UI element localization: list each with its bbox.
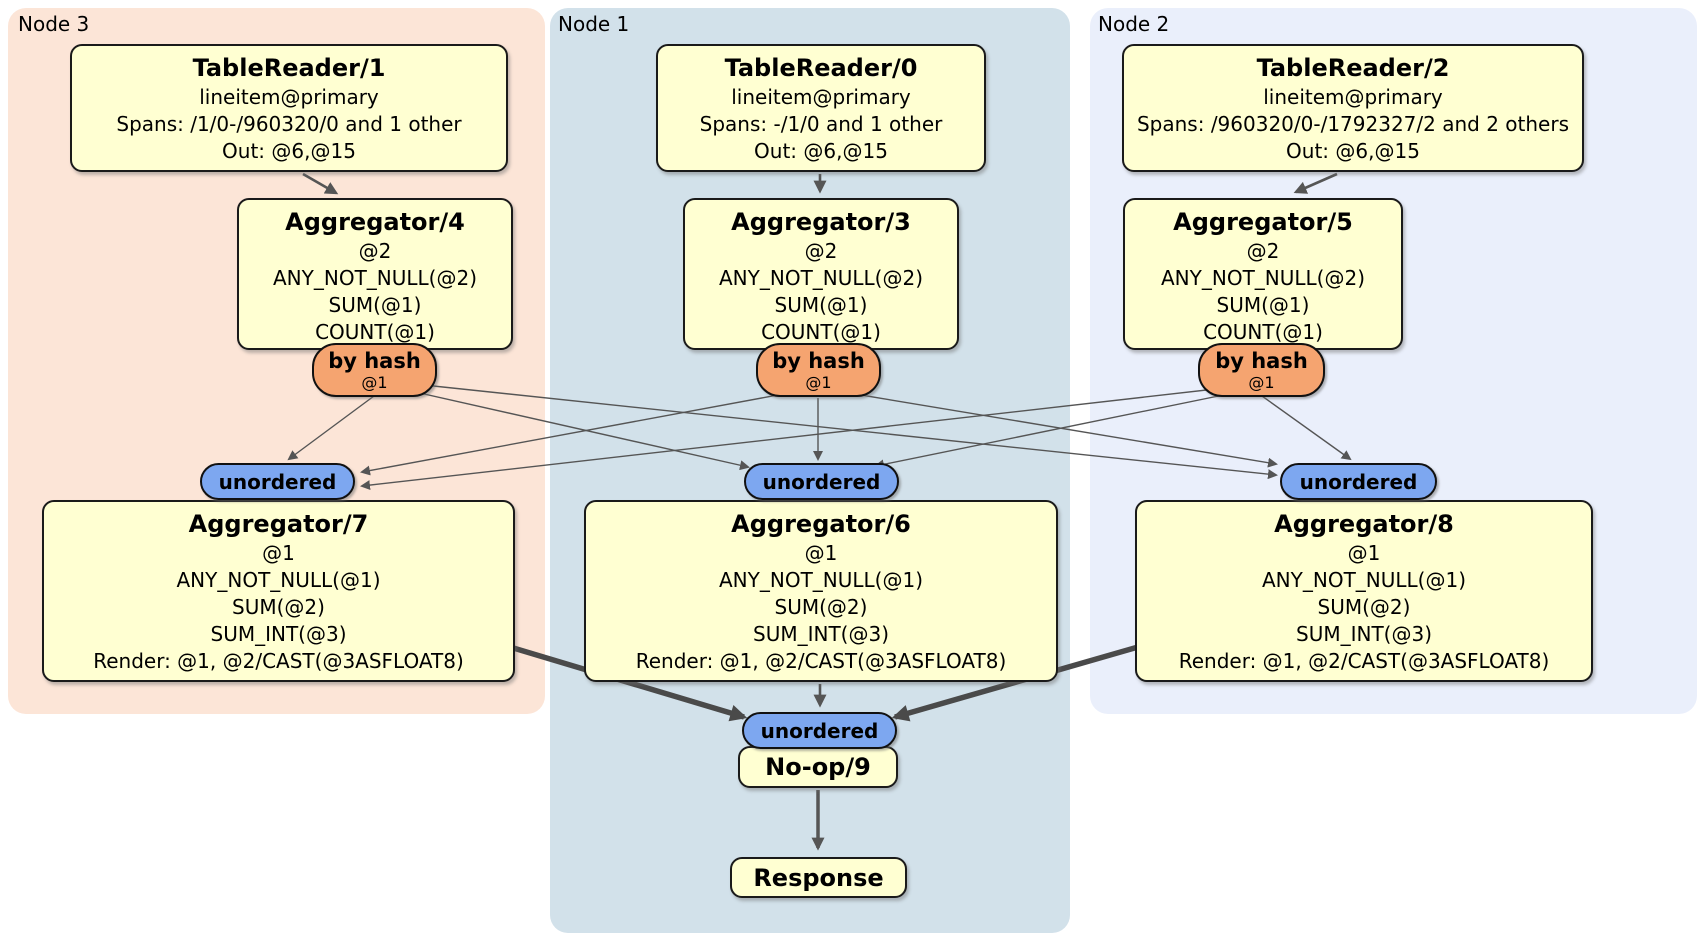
processor-title: Aggregator/3 <box>731 208 911 236</box>
processor-detail-line: lineitem@primary <box>731 85 911 109</box>
processor-detail-line: SUM(@2) <box>774 595 868 619</box>
processor-detail-line: @1 <box>804 541 838 565</box>
processor-detail-line: Spans: /1/0-/960320/0 and 1 other <box>116 112 462 136</box>
processor-detail-line: Out: @6,@15 <box>222 139 356 163</box>
sync-unordered-node3: unordered <box>200 463 355 500</box>
processor-title: Response <box>753 863 884 892</box>
processor-detail-line: ANY_NOT_NULL(@2) <box>273 266 477 290</box>
sync-label: unordered <box>218 469 337 494</box>
processor-detail-line: lineitem@primary <box>199 85 379 109</box>
processor-detail-line: COUNT(@1) <box>761 320 881 344</box>
region-label-node3: Node 3 <box>18 12 90 36</box>
sync-unordered-final: unordered <box>742 712 897 749</box>
processor-detail-line: SUM(@2) <box>232 595 325 619</box>
processor-detail-line: COUNT(@1) <box>315 320 435 344</box>
router-by-hash-node3: by hash @1 <box>312 343 437 397</box>
router-detail: @1 <box>805 372 832 392</box>
processor-detail-line: ANY_NOT_NULL(@2) <box>719 266 923 290</box>
processor-detail-line: SUM(@1) <box>1216 293 1310 317</box>
router-label: by hash <box>1215 348 1308 373</box>
processor-title: Aggregator/6 <box>731 510 911 538</box>
processor-noop-9: No-op/9 <box>738 746 898 788</box>
processor-detail-line: ANY_NOT_NULL(@1) <box>1262 568 1466 592</box>
processor-detail-line: SUM(@1) <box>774 293 868 317</box>
processor-detail-line: Out: @6,@15 <box>754 139 888 163</box>
processor-detail-line: Out: @6,@15 <box>1286 139 1420 163</box>
processor-title: Aggregator/5 <box>1173 208 1353 236</box>
sync-label: unordered <box>1299 469 1418 494</box>
processor-title: TableReader/1 <box>192 54 386 82</box>
processor-detail-line: Render: @1, @2/CAST(@3ASFLOAT8) <box>635 649 1007 673</box>
processor-detail-line: @2 <box>804 239 838 263</box>
processor-title: Aggregator/4 <box>285 208 465 236</box>
processor-detail-line: lineitem@primary <box>1263 85 1443 109</box>
processor-detail-line: @1 <box>262 541 295 565</box>
processor-detail-line: SUM_INT(@3) <box>210 622 347 646</box>
processor-title: Aggregator/7 <box>188 510 369 538</box>
processor-detail-line: SUM(@1) <box>328 293 422 317</box>
sync-label: unordered <box>760 718 879 743</box>
processor-detail-line: SUM(@2) <box>1317 595 1411 619</box>
processor-response: Response <box>730 857 907 898</box>
processor-detail-line: SUM_INT(@3) <box>1296 622 1432 646</box>
processor-detail-line: @2 <box>1246 239 1280 263</box>
processor-title: TableReader/2 <box>1256 54 1450 82</box>
processor-title: TableReader/0 <box>724 54 918 82</box>
processor-detail-line: Render: @1, @2/CAST(@3ASFLOAT8) <box>93 649 464 673</box>
processor-detail-line: Spans: -/1/0 and 1 other <box>699 112 943 136</box>
router-label: by hash <box>772 348 865 373</box>
processor-detail-line: ANY_NOT_NULL(@2) <box>1161 266 1365 290</box>
region-label-node2: Node 2 <box>1098 12 1170 36</box>
processor-detail-line: Render: @1, @2/CAST(@3ASFLOAT8) <box>1178 649 1550 673</box>
router-by-hash-node2: by hash @1 <box>1198 343 1325 397</box>
sync-unordered-node2: unordered <box>1280 463 1437 500</box>
router-detail: @1 <box>1248 372 1275 392</box>
processor-detail-line: @1 <box>1347 541 1381 565</box>
processor-detail-line: ANY_NOT_NULL(@1) <box>176 568 381 592</box>
processor-title: Aggregator/8 <box>1274 510 1454 538</box>
processor-title: No-op/9 <box>765 753 871 781</box>
router-detail: @1 <box>361 372 388 392</box>
sync-label: unordered <box>762 469 881 494</box>
processor-detail-line: ANY_NOT_NULL(@1) <box>719 568 923 592</box>
processor-detail-line: COUNT(@1) <box>1203 320 1323 344</box>
router-by-hash-node1: by hash @1 <box>756 343 881 397</box>
processor-detail-line: @2 <box>358 239 392 263</box>
router-label: by hash <box>328 348 421 373</box>
sync-unordered-node1: unordered <box>744 463 899 500</box>
processor-detail-line: Spans: /960320/0-/1792327/2 and 2 others <box>1136 112 1569 136</box>
region-label-node1: Node 1 <box>558 12 630 36</box>
processor-detail-line: SUM_INT(@3) <box>753 622 889 646</box>
